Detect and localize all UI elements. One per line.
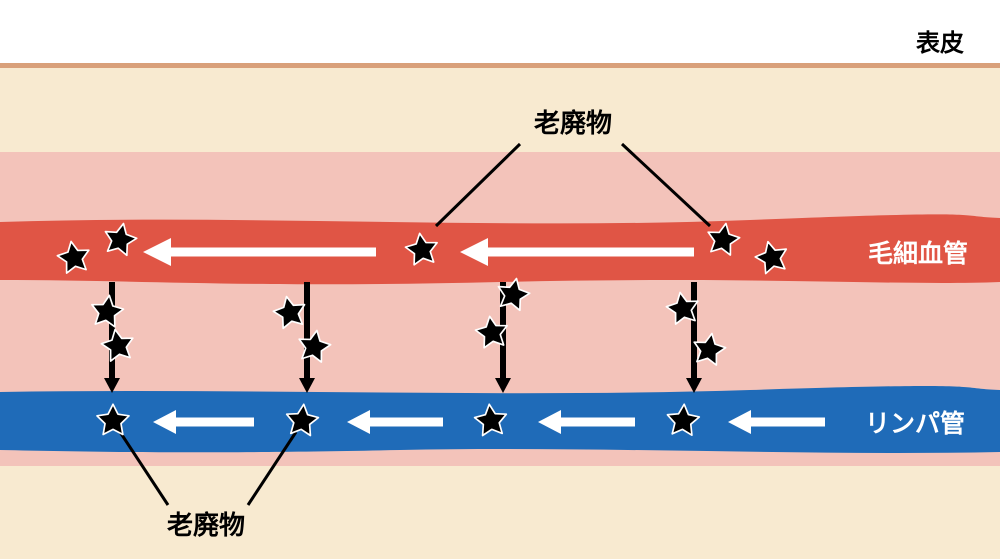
capillary-flow-arrows [143, 238, 694, 266]
lymph-arrowhead-4 [728, 410, 751, 434]
callout-line-bottom-left [118, 431, 170, 506]
transfer-arrows [104, 282, 702, 393]
waste-label-bottom: 老廃物 [167, 510, 245, 541]
lymph-arrowhead-2 [347, 410, 370, 434]
transfer-arrowhead-2 [299, 378, 315, 393]
epidermis-line [0, 63, 1000, 68]
callout-line-top-right [620, 142, 712, 228]
callout-line-top-left [434, 142, 522, 228]
callout-line-bottom-right [246, 431, 298, 506]
capillary-arrowhead-2 [460, 238, 488, 266]
lymph-label: リンパ管 [865, 409, 965, 438]
capillary-arrowhead-1 [143, 238, 171, 266]
callout-lines [118, 142, 712, 506]
lymph-flow-arrows [153, 410, 825, 434]
transfer-arrowhead-4 [686, 378, 702, 393]
lymph-arrowhead-3 [538, 410, 561, 434]
transfer-arrowhead-3 [495, 378, 511, 393]
waste-label-top: 老廃物 [534, 108, 612, 139]
capillary-label: 毛細血管 [868, 239, 968, 268]
epidermis-label: 表皮 [916, 29, 964, 57]
transfer-arrowhead-1 [104, 378, 120, 393]
lymph-arrowhead-1 [153, 410, 176, 434]
